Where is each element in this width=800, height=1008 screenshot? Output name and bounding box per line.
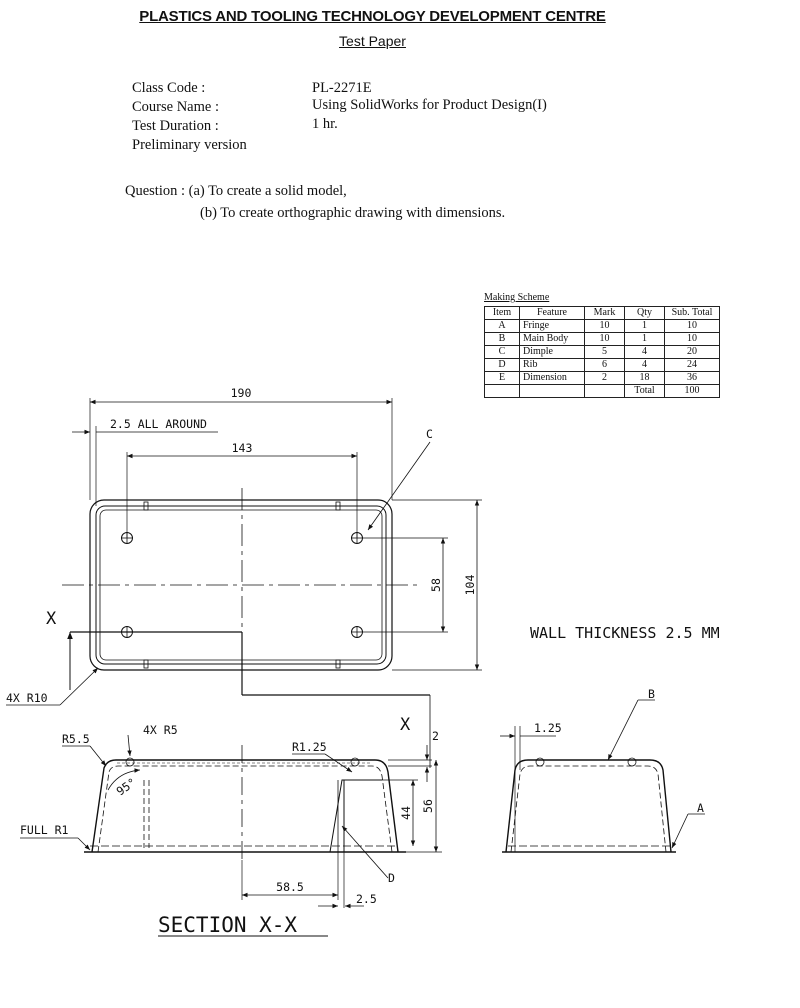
label-d: D (388, 871, 395, 885)
label-r5-5: R5.5 (62, 732, 90, 746)
label-full-r1: FULL R1 (20, 823, 69, 837)
top-view (6, 398, 482, 768)
question-line-b: (b) To create orthographic drawing with … (200, 205, 506, 221)
dim-44: 44 (399, 806, 413, 820)
dim-2-5: 2.5 (356, 892, 377, 906)
side-dim-1-25: 1.25 (534, 721, 562, 735)
label-4x-r5: 4X R5 (143, 723, 178, 737)
label-c: C (426, 427, 433, 441)
label-b: B (648, 687, 655, 701)
document-type: Test Paper (339, 33, 406, 49)
side-view (500, 699, 705, 853)
cell-total-value: 100 (664, 384, 720, 398)
duration-value: 1 hr. (312, 116, 338, 132)
table-row: D Rib 6 4 24 (484, 358, 720, 372)
section-title: SECTION X-X (158, 913, 297, 937)
label-x-section: X (400, 715, 411, 735)
duration-label: Test Duration : (132, 118, 219, 134)
label-a: A (697, 801, 704, 815)
dimple-icon (351, 626, 363, 638)
section-view (20, 734, 442, 937)
dim-190: 190 (231, 386, 252, 400)
class-code-value: PL-2271E (312, 80, 372, 96)
version-note: Preliminary version (132, 137, 247, 153)
dim-all-around: 2.5 ALL AROUND (110, 417, 207, 431)
label-r1-25: R1.25 (292, 740, 327, 754)
dim-56: 56 (421, 799, 435, 813)
dim-104: 104 (463, 575, 477, 596)
marking-scheme-table: Item Feature Mark Qty Sub. Total A Fring… (484, 306, 720, 398)
label-corner-radius: 4X R10 (6, 691, 48, 705)
table-row: B Main Body 10 1 10 (484, 332, 720, 346)
marking-scheme-caption: Making Scheme (484, 292, 550, 303)
table-total-row: Total 100 (484, 384, 720, 398)
organization-title: PLASTICS AND TOOLING TECHNOLOGY DEVELOPM… (139, 8, 606, 25)
dim-58-5: 58.5 (276, 880, 304, 894)
class-code-label: Class Code : (132, 80, 206, 96)
course-name-value: Using SolidWorks for Product Design(I) (312, 97, 547, 113)
dimple-icon (121, 626, 133, 638)
wall-thickness-note: WALL THICKNESS 2.5 MM (530, 624, 720, 642)
table-row: A Fringe 10 1 10 (484, 319, 720, 333)
course-name-label: Course Name : (132, 99, 219, 115)
dim-58: 58 (429, 578, 443, 592)
dim-2: 2 (432, 729, 439, 743)
question-line-a: Question : (a) To create a solid model, (125, 183, 347, 199)
table-row: C Dimple 5 4 20 (484, 345, 720, 359)
label-x-top: X (46, 609, 57, 629)
dim-143: 143 (232, 441, 253, 455)
